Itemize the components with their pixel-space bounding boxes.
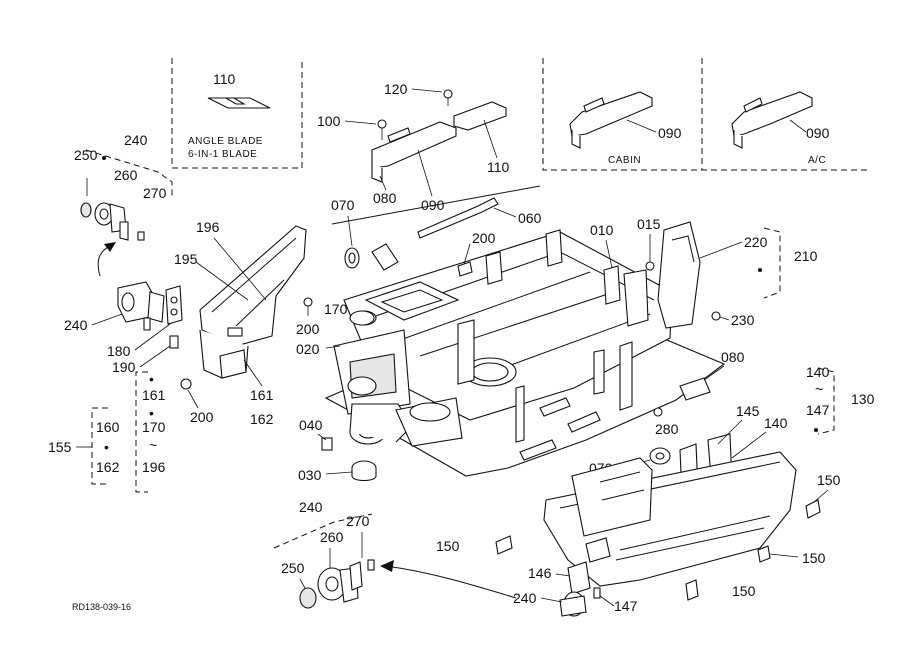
part-label: 200 — [296, 321, 320, 337]
lock-assembly-top: 240 250 260 270 — [74, 132, 173, 277]
part-label: 220 — [744, 234, 768, 250]
part-label: 080 — [721, 349, 745, 365]
part-label: 140 — [806, 364, 830, 380]
part-label: 162 — [96, 459, 120, 475]
part-label: 260 — [320, 529, 344, 545]
part-label: 270 — [346, 513, 370, 529]
part-label: 161 — [142, 387, 166, 403]
part-label: 150 — [436, 538, 460, 554]
main-frame: 070 060 200 170 020 010 015 040 030 — [296, 185, 726, 483]
part-label: 060 — [518, 210, 542, 226]
inset-caption-cabin: CABIN — [608, 155, 641, 166]
part-label: 170 — [324, 301, 348, 317]
inset-caption-blade-1: ANGLE BLADE — [188, 136, 263, 147]
inset-caption-blade-2: 6-IN-1 BLADE — [188, 149, 257, 160]
part-label: 147 — [614, 598, 638, 614]
part-label: 260 — [114, 167, 138, 183]
part-label: 150 — [802, 550, 826, 566]
part-label: 250 — [74, 147, 98, 163]
part-label: 015 — [637, 216, 661, 232]
part-label: 200 — [190, 409, 214, 425]
part-label: 210 — [794, 248, 818, 264]
part-label: 090 — [806, 125, 830, 141]
part-label: 230 — [731, 312, 755, 328]
part-label: 100 — [317, 113, 341, 129]
part-label: 020 — [296, 341, 320, 357]
part-label: 146 — [528, 565, 552, 581]
part-label: 030 — [298, 467, 322, 483]
part-label: 110 — [213, 71, 236, 87]
part-label: 140 — [764, 415, 788, 431]
bullet: • — [149, 371, 154, 387]
part-label: 160 — [96, 419, 120, 435]
inset-blade: 110 ANGLE BLADE 6-IN-1 BLADE — [171, 58, 303, 169]
part-label: 145 — [736, 403, 760, 419]
part-label: 195 — [174, 251, 198, 267]
bullet: • — [149, 405, 154, 421]
part-label: 130 — [851, 391, 875, 407]
inset-caption-ac: A/C — [808, 155, 826, 166]
part-label: 196 — [142, 459, 166, 475]
part-label: 040 — [299, 417, 323, 433]
part-label: 110 — [487, 159, 510, 175]
lock-assembly-left: 240 180 190 — [64, 281, 183, 375]
part-label: 162 — [250, 411, 274, 427]
range-tilde: ~ — [149, 437, 157, 453]
part-label: 240 — [124, 132, 148, 148]
part-label: 240 — [513, 590, 537, 606]
part-label: 280 — [655, 421, 679, 437]
part-label: 090 — [421, 197, 445, 213]
part-label: 147 — [806, 402, 830, 418]
part-label: 150 — [732, 583, 756, 599]
part-label: 240 — [64, 317, 88, 333]
part-label: 120 — [384, 81, 408, 97]
left-range-labels: 161 • • 170 ~ 196 160 • 162 155 — [48, 371, 166, 493]
part-label: 270 — [143, 185, 167, 201]
part-label: 090 — [658, 125, 682, 141]
inset-cabin-ac: CABIN A/C 090 090 — [542, 58, 868, 171]
part-label: 200 — [472, 230, 496, 246]
bullet: • — [104, 439, 109, 455]
range-tilde: ~ — [815, 381, 823, 397]
drawing-id: RD138-039-16 — [72, 602, 131, 612]
part-label: 180 — [107, 343, 131, 359]
counterweight: 150 150 150 150 146 147 — [436, 451, 841, 614]
part-label: 155 — [48, 439, 72, 455]
lock-assembly-bottom: 240 270 260 250 240 — [273, 499, 587, 617]
top-bracket-assembly: 120 100 110 080 090 — [317, 81, 510, 213]
part-label: 150 — [817, 472, 841, 488]
left-side-panel: 196 195 161 162 200 200 — [174, 219, 320, 427]
part-label: 010 — [590, 222, 614, 238]
part-label: 190 — [112, 359, 136, 375]
plate-220: 220 210 230 — [657, 221, 818, 329]
part-label: 080 — [373, 190, 397, 206]
part-label: 170 — [142, 419, 166, 435]
part-label: 250 — [281, 560, 305, 576]
part-label: 070 — [331, 197, 355, 213]
part-label: 240 — [299, 499, 323, 515]
part-label: 196 — [196, 219, 220, 235]
part-label: 161 — [250, 387, 274, 403]
